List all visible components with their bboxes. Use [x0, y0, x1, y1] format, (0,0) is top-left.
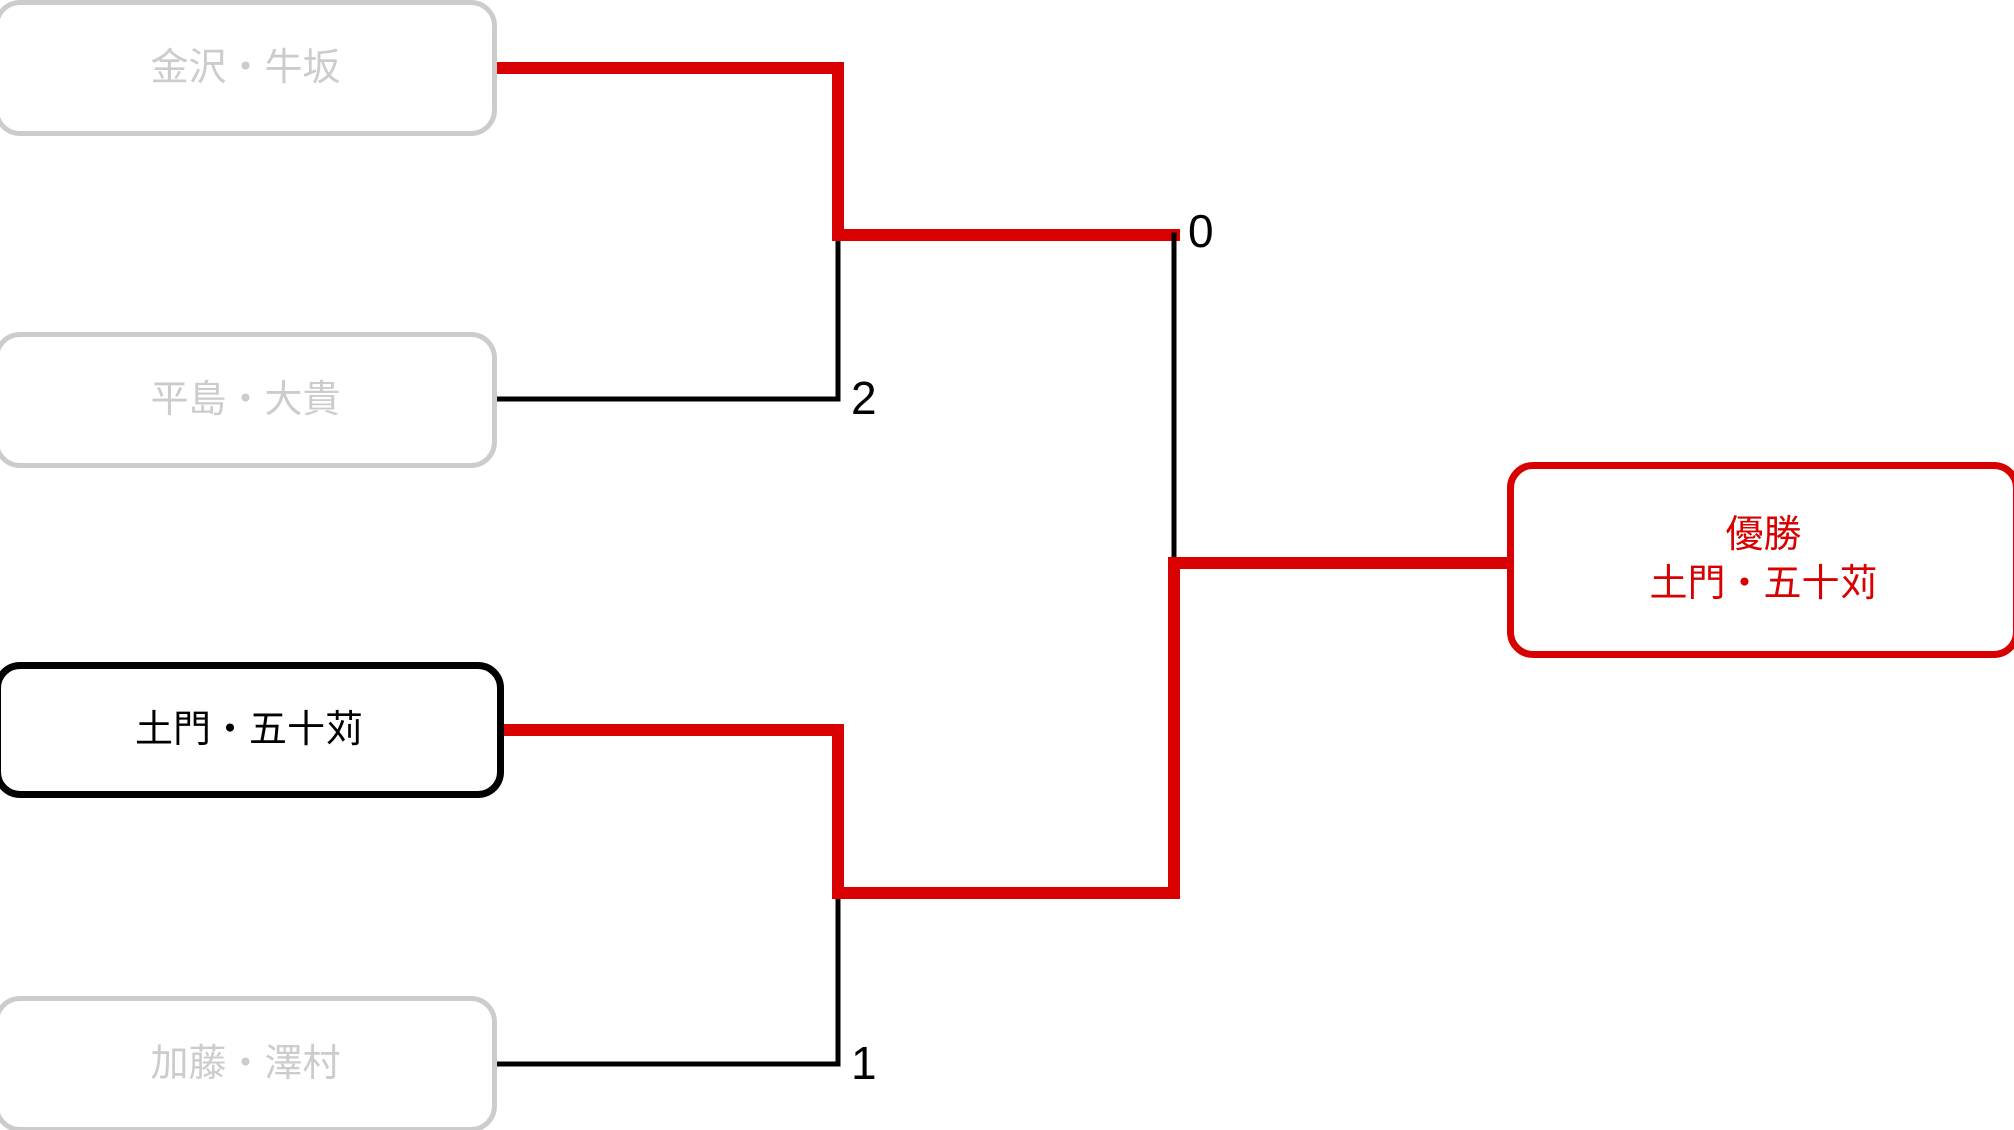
connector-upper-winner: [491, 62, 844, 241]
entrant-box-2[interactable]: 平島・大貴: [0, 332, 497, 468]
score-semifinal-upper-winner: 0: [1188, 205, 1214, 257]
champion-title: 優勝: [1725, 514, 1802, 557]
champion-box[interactable]: 優勝 土門・五十苅: [1507, 462, 2014, 658]
champion-name: 土門・五十苅: [1649, 563, 1878, 605]
entrant-box-4[interactable]: 加藤・澤村: [0, 996, 497, 1130]
connector-lower-loser: [494, 890, 841, 1067]
connector-upper-loser: [494, 232, 841, 402]
champion-content: 優勝 土門・五十苅: [1514, 511, 2013, 608]
entrant-label-3: 土門・五十苅: [134, 708, 363, 751]
connector-lower-winner: [498, 724, 844, 899]
entrant-box-1[interactable]: 金沢・牛坂: [0, 0, 497, 136]
entrant-box-3[interactable]: 土門・五十苅: [0, 662, 504, 798]
entrant-label-1: 金沢・牛坂: [150, 46, 341, 89]
score-semifinal-lower-loser: 1: [851, 1037, 877, 1089]
entrant-label-4: 加藤・澤村: [150, 1042, 341, 1085]
entrant-label-2: 平島・大貴: [150, 378, 341, 421]
score-semifinal-upper-loser: 2: [851, 372, 877, 424]
